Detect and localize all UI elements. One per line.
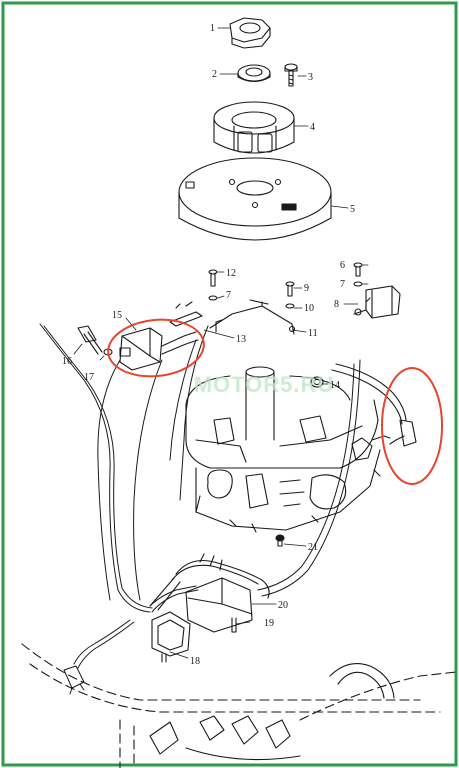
bolt-part-21 [275,534,285,547]
callout-17: 17 [84,372,94,383]
highlight-circles [107,318,443,485]
lower-casing [21,643,457,768]
ignition-coil-part [149,553,270,633]
hex-nut-part [229,17,271,49]
coil-bracket-part [209,299,296,335]
bolt-part-16 [77,325,113,356]
callout-20: 20 [278,600,288,611]
callout-18: 18 [190,656,200,667]
highlight-cdi-unit [107,318,205,378]
callout-7a: 7 [340,279,345,290]
mounting-plate-part [151,611,191,663]
callout-7b: 7 [226,290,231,301]
callout-numbers: 1 2 3 4 5 6 7 8 9 10 11 12 7 13 14 15 16… [62,23,355,667]
washer-part [237,64,271,83]
highlight-spark-plug-cap [381,367,443,485]
engine-block [185,366,391,533]
cable-clamp-part [169,301,203,327]
callout-19: 19 [264,618,274,629]
bolt-part-12 [208,269,218,287]
callout-5: 5 [350,204,355,215]
callout-1: 1 [210,23,215,34]
callout-9: 9 [304,283,309,294]
watermark-text: MOTOR5.RU [194,372,335,397]
callout-10: 10 [304,303,314,314]
flywheel-part [178,157,332,241]
lower-casing-detail [149,663,395,761]
wiring-harness [39,323,361,695]
leader-lines [73,27,369,659]
screw-part-6 [353,262,363,277]
callout-15: 15 [112,310,122,321]
flywheel-hub-part [213,101,295,154]
callout-2: 2 [212,69,217,80]
bolt-part-9 [285,281,295,309]
callout-12: 12 [226,268,236,279]
callout-6: 6 [340,260,345,271]
rectifier-bracket-part [353,285,401,319]
callout-16: 16 [62,356,72,367]
callout-4: 4 [310,122,315,133]
callout-11: 11 [308,328,318,339]
callout-3: 3 [308,72,313,83]
callout-8: 8 [334,299,339,310]
callout-14: 14 [330,380,340,391]
bolt-part-3 [284,63,298,87]
callout-13: 13 [236,334,246,345]
cdi-unit-part [119,327,199,371]
callout-21: 21 [308,542,318,553]
